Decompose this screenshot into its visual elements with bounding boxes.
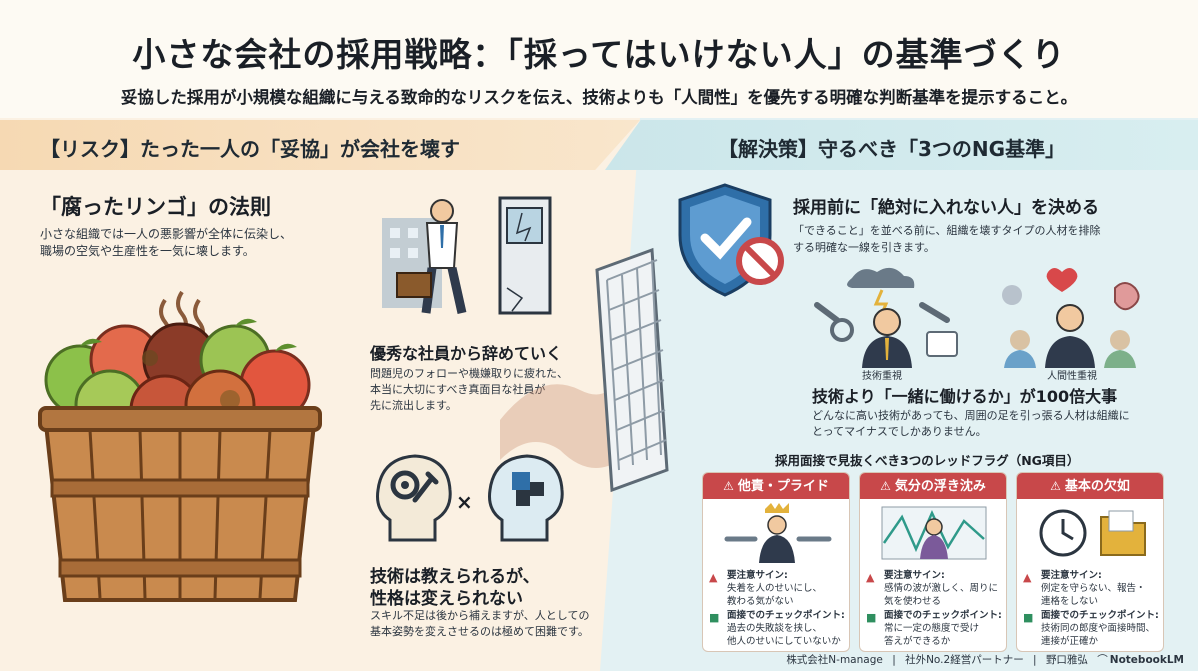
leave-line1: 問題児のフォローや機嫌取りに疲れた、 (370, 367, 568, 380)
check-line2: 連接が正確か (1041, 636, 1099, 647)
footer-person: 野口雅弘 (1045, 654, 1088, 666)
leaving-employee (382, 196, 552, 315)
leave-title: 優秀な社員から辞めていく (370, 344, 563, 363)
warning-icon: ⚠ (1050, 479, 1061, 493)
footer-role: 社外No.2経営パートナー (905, 654, 1024, 666)
header: 小さな会社の採用戦略：「採ってはいけない人」の基準づくり 妥協した採用が小規模な… (0, 0, 1198, 118)
ng-card-title: 基本の欠如 (1064, 479, 1130, 494)
leave-line3: 先に流出します。 (370, 399, 457, 412)
warning-icon: ⚠ (723, 479, 734, 493)
footer: 株式会社N-manage | 社外No.2経営パートナー | 野口雅弘 ⌒Not… (780, 652, 1184, 667)
warn-label: 要注意サイン: (727, 570, 788, 581)
warn-label: 要注意サイン: (1041, 570, 1102, 581)
compare-line2: とってマイナスでしかありません。 (812, 425, 987, 438)
ng-card-header: ⚠気分の浮き沈み (860, 473, 1006, 499)
clock-folder-illustration (1039, 509, 1146, 557)
check-line1: 過去の失敗談を挟し、 (727, 623, 823, 634)
skill-title-1: 技術は教えられるが、 (370, 567, 540, 587)
warn-line2: 教わる気がない (727, 596, 794, 607)
blame-illustration (724, 503, 832, 563)
ng-card-title: 気分の浮き沈み (894, 479, 986, 494)
ng-card-title: 他責・プライド (737, 479, 829, 494)
check-label: 面接でのチェックポイント: (727, 610, 845, 621)
apple-line1: 小さな組織では一人の悪影響が全体に伝染し、 (40, 227, 293, 241)
page-subtitle: 妥協した採用が小規模な組織に与える致命的なリスクを伝え、技術よりも「人間性」を優… (120, 88, 1078, 107)
ng-card-header: ⚠他責・プライド (703, 473, 849, 499)
label-character-focus: 人間性重視 (1047, 371, 1097, 382)
times-sign: × (456, 490, 473, 514)
gear-head-icon (376, 454, 452, 542)
decide-line1: 「できること」を並べる前に、組織を壊すタイプの人材を排除 (793, 224, 1101, 237)
warn-line1: 失着を人のせいにし、 (727, 583, 823, 594)
apple-title: 「腐ったリンゴ」の法則 (40, 195, 271, 219)
page-title: 小さな会社の採用戦略：「採ってはいけない人」の基準づくり (132, 35, 1066, 74)
skill-line1: スキル不足は後から補えますが、人としての (370, 609, 590, 622)
warn-line2: 連格をしない (1041, 596, 1099, 607)
smoke-flow (500, 370, 620, 468)
left-heading-band (0, 120, 640, 170)
check-icon: ■ (1023, 611, 1034, 624)
ng-card-header: ⚠基本の欠如 (1017, 473, 1163, 499)
puzzle-head-icon (488, 454, 564, 542)
right-heading: 【解決策】守るべき「3つのNG基準」 (718, 137, 1066, 161)
mesh-filter (595, 247, 669, 493)
skill-title-2: 性格は変えられない (370, 589, 523, 609)
warning-icon: ⚠ (880, 479, 891, 493)
check-label: 面接でのチェックポイント: (884, 610, 1002, 621)
footer-company: 株式会社N-manage (786, 654, 883, 666)
footer-sep: | (892, 654, 896, 666)
warn-line1: 感情の波が激しく、周りに (884, 583, 999, 594)
check-line1: 常に一定の態度で受け (884, 623, 980, 634)
warn-line2: 気を使わせる (884, 596, 942, 607)
check-icon: ■ (866, 611, 877, 624)
warning-icon: ▲ (1023, 571, 1032, 584)
check-line2: 答えができるか (884, 636, 951, 647)
redflags-title: 採用面接で見抜くべき3つのレッドフラグ（NG項目） (775, 453, 1080, 468)
label-skill-focus: 技術重視 (862, 371, 902, 382)
ng-card-mood: ⚠気分の浮き沈み ▲ 要注意サイン: 感情の波が激しく、周りに 気を使わせる ■… (859, 472, 1007, 652)
prohibit-icon (736, 237, 784, 285)
footer-brand: NotebookLM (1109, 654, 1184, 666)
warning-icon: ▲ (866, 571, 875, 584)
warn-line1: 例定を守らない、報告・ (1041, 583, 1146, 594)
check-line2: 他人のせいにしていないか (727, 636, 841, 647)
warn-label: 要注意サイン: (884, 570, 945, 581)
right-heading-band (605, 120, 1198, 170)
character-focus-group (1002, 268, 1140, 368)
compare-line1: どんなに高い技術があっても、周囲の足を引っ張る人材は組織に (812, 409, 1130, 422)
check-icon: ■ (709, 611, 720, 624)
ng-card-blame: ⚠他責・プライド ▲ 要注意サイン: 失着を人のせいにし、 教わる気がない ■ … (702, 472, 850, 652)
footer-sep: | (1033, 654, 1037, 666)
check-line1: 技術同の郎度や面接時間、 (1041, 623, 1156, 634)
skill-line2: 基本姿勢を変えさせるのは極めて困難です。 (370, 625, 589, 638)
apple-line2: 職場の空気や生産性を一気に壊します。 (40, 244, 255, 258)
compare-title: 技術より「一緒に働けるか」が100倍大事 (812, 387, 1118, 406)
left-heading: 【リスク】たった一人の「妥協」が会社を壊す (40, 137, 460, 161)
leave-line2: 本当に大切にすべき真面目な社員が (370, 383, 546, 396)
warning-icon: ▲ (709, 571, 718, 584)
ng-card-basics: ⚠基本の欠如 ▲ 要注意サイン: 例定を守らない、報告・ 連格をしない ■ 面接… (1016, 472, 1164, 652)
decide-line2: する明確な一線を引きます。 (793, 241, 935, 254)
mood-illustration (881, 506, 987, 560)
rotten-apple-basket (38, 290, 322, 602)
notebooklm-logo-icon: ⌒ (1097, 654, 1108, 666)
skill-focus-person (814, 267, 958, 368)
check-label: 面接でのチェックポイント: (1041, 610, 1159, 621)
decide-title: 採用前に「絶対に入れない人」を決める (793, 198, 1099, 218)
